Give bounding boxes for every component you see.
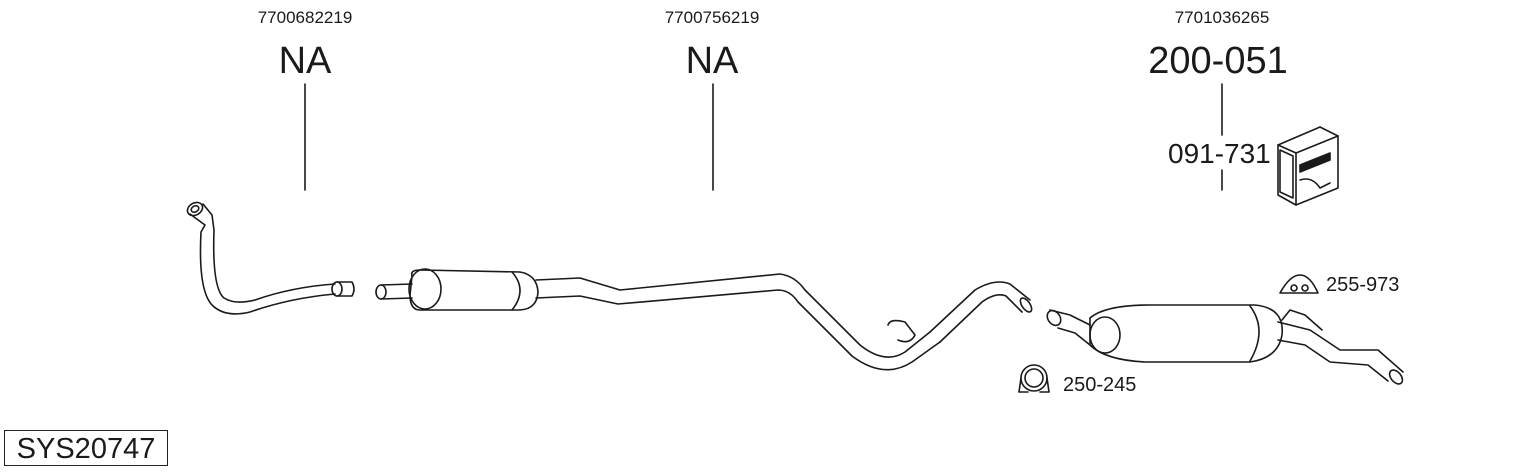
part-number-center-section[interactable]: NA	[685, 40, 739, 82]
pipe-clamp-label[interactable]: 250-245	[1063, 374, 1137, 396]
part-number-rear-section[interactable]: 200-051	[1148, 40, 1288, 82]
part-number-front-pipe[interactable]: NA	[278, 40, 332, 82]
oem-number-front-pipe: 7700682219	[257, 8, 353, 27]
fitting-kit-label[interactable]: 091-731	[1168, 138, 1271, 169]
oem-number-rear-section: 7701036265	[1174, 8, 1270, 27]
front-pipe[interactable]	[185, 200, 355, 315]
rubber-mount-icon	[1279, 274, 1319, 294]
rubber-mount-label[interactable]: 255-973	[1326, 274, 1400, 296]
fitting-kit-box-icon	[1277, 126, 1339, 206]
pipe-clamp-icon	[1018, 364, 1050, 393]
center-section[interactable]	[375, 268, 1034, 371]
system-code-badge: SYS20747	[4, 430, 168, 466]
rear-section[interactable]	[1044, 304, 1404, 386]
oem-number-center-section: 7700756219	[664, 8, 760, 27]
